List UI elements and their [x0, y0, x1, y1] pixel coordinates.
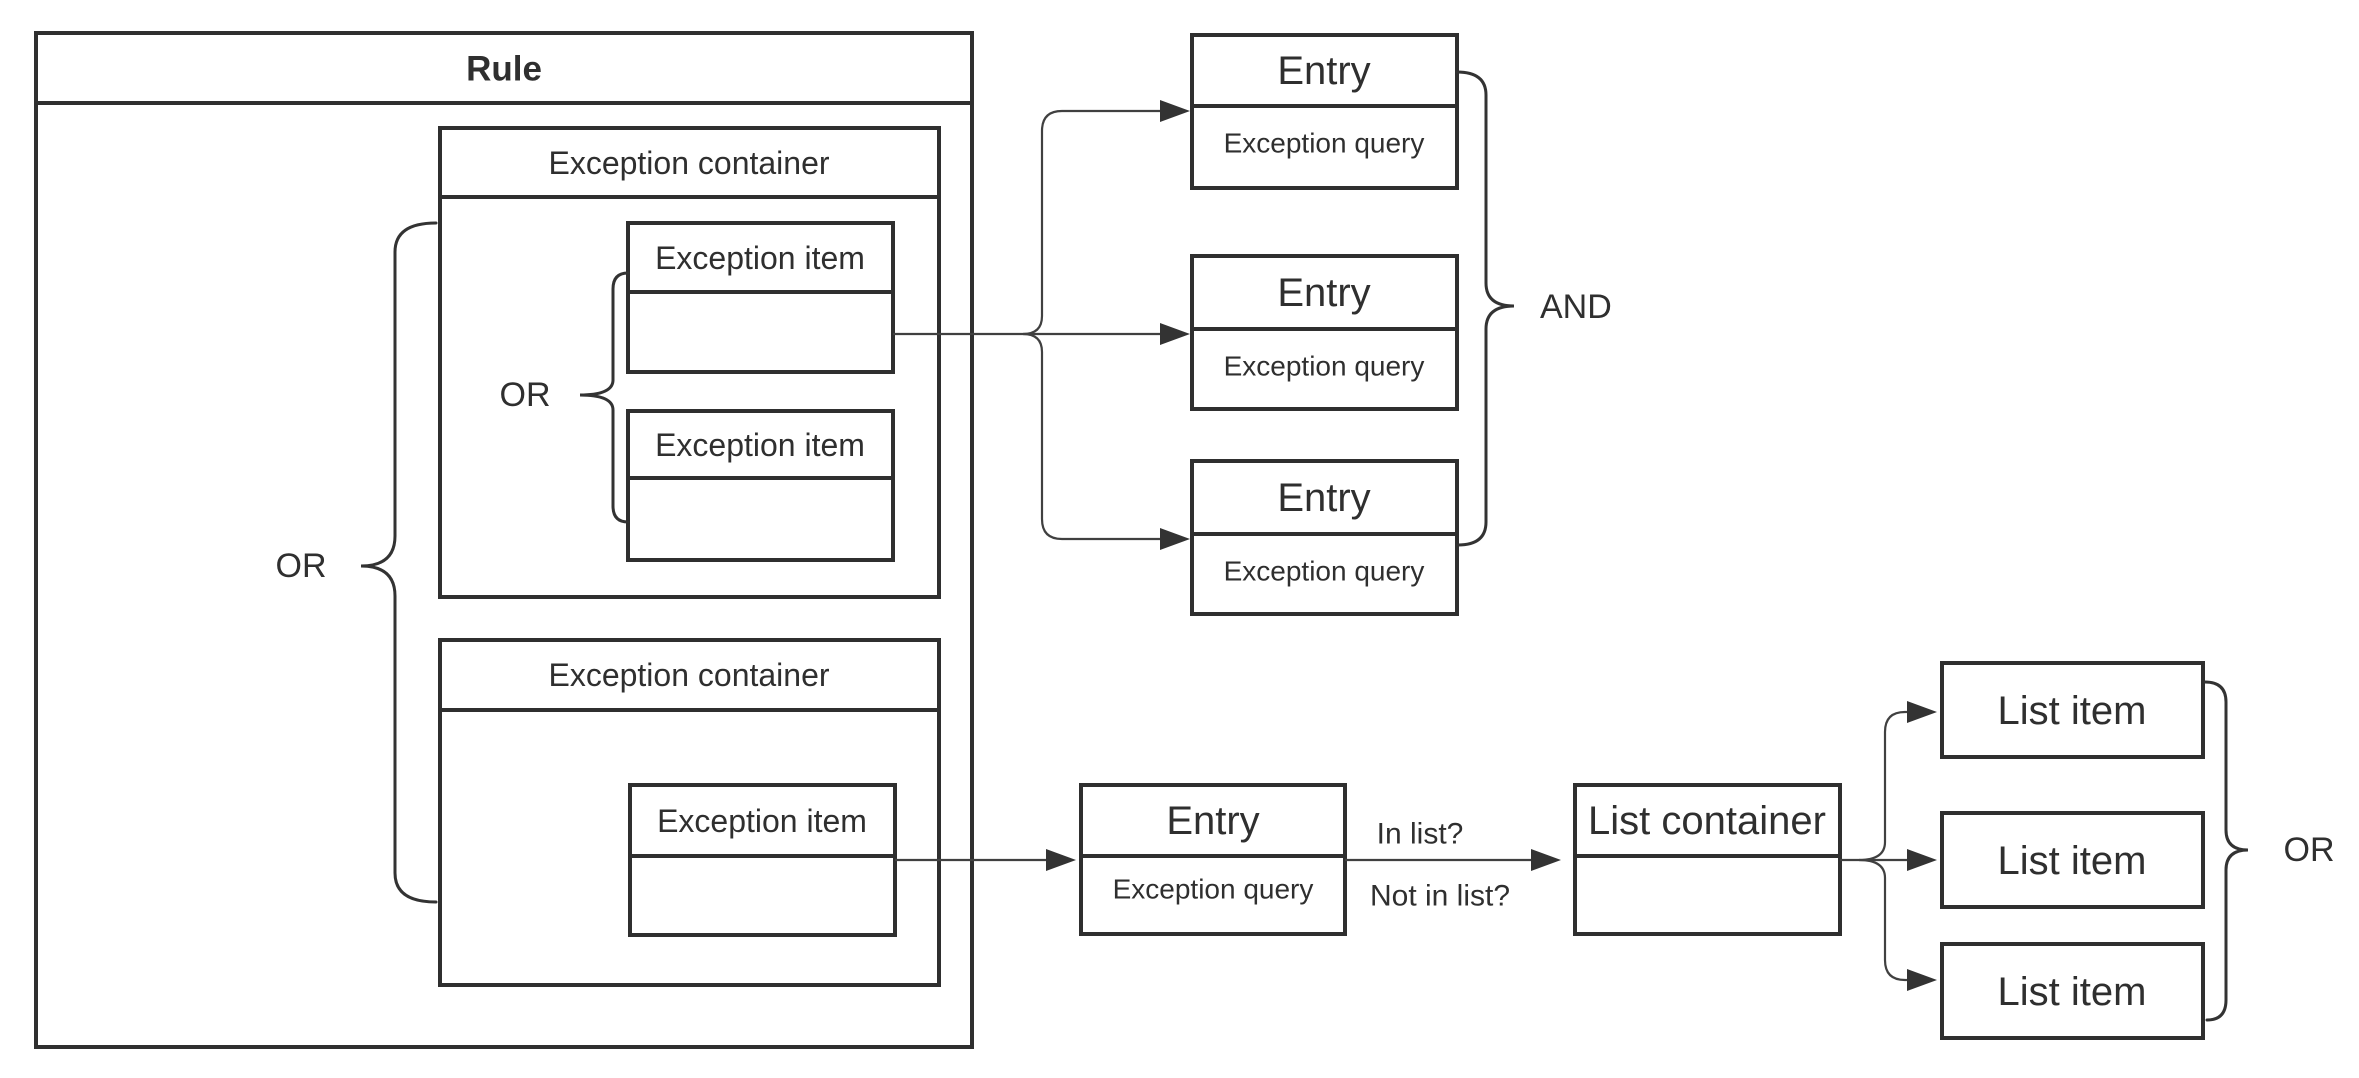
not-in-list-label: Not in list?: [1370, 880, 1510, 913]
and-label: AND: [1540, 288, 1612, 326]
entry-4-query: Exception query: [1113, 874, 1314, 905]
inner-or-brace: [579, 271, 630, 524]
entry-4-rect: [1079, 783, 1347, 936]
arrowhead-list-item-2: [1907, 849, 1937, 871]
exception-item-a: Exception item: [626, 221, 895, 374]
entry-1-rect: [1190, 33, 1459, 190]
item-c-to-entry-connector: [895, 849, 1076, 871]
entry-2-title: Entry: [1277, 271, 1370, 315]
inner-or-label: OR: [500, 376, 551, 414]
arrowhead-list-item-3: [1907, 969, 1937, 991]
list-item-3-label: List item: [1998, 970, 2147, 1014]
entry-3-rect: [1190, 459, 1459, 616]
in-list-label: In list?: [1377, 818, 1464, 851]
list-item-1-label: List item: [1998, 689, 2147, 733]
list-container-title: List container: [1588, 799, 1826, 843]
list-item-3: List item: [1940, 942, 2205, 1040]
list-container: List container: [1573, 783, 1842, 936]
exception-container-2-title: Exception container: [548, 657, 829, 693]
exception-item-b-rect: [626, 409, 895, 562]
list-container-to-items-connector: [1840, 701, 1937, 991]
list-or-brace: [2203, 680, 2249, 1022]
arrowhead-list-container: [1531, 849, 1561, 871]
exception-container-1-title: Exception container: [548, 145, 829, 181]
entry-2: Entry Exception query: [1190, 254, 1459, 411]
outer-or-label: OR: [276, 547, 327, 585]
exception-item-c-rect: [628, 783, 897, 937]
entry-2-rect: [1190, 254, 1459, 411]
list-or-label: OR: [2284, 831, 2335, 869]
entry-2-query: Exception query: [1224, 351, 1425, 382]
entry-1-query: Exception query: [1224, 128, 1425, 159]
list-item-2: List item: [1940, 811, 2205, 909]
list-item-1: List item: [1940, 661, 2205, 759]
arrowhead-entry-4: [1046, 849, 1076, 871]
entry-4-title: Entry: [1166, 799, 1259, 843]
list-container-rect: [1573, 783, 1842, 936]
list-split-brace: [1858, 710, 1906, 982]
arrowhead-entry-1: [1160, 100, 1190, 122]
entries-split-brace: [1022, 109, 1063, 541]
rule-title: Rule: [466, 50, 542, 89]
outer-or-brace: [360, 221, 438, 904]
and-brace: [1455, 70, 1515, 547]
list-item-2-rect: [1940, 811, 2205, 909]
arrowhead-list-item-1: [1907, 701, 1937, 723]
item-a-to-entries-connector: [893, 100, 1190, 550]
list-item-2-label: List item: [1998, 839, 2147, 883]
entry-4: Entry Exception query: [1079, 783, 1347, 936]
exception-item-b-label: Exception item: [655, 427, 865, 463]
exception-item-b: Exception item: [626, 409, 895, 562]
entry-3-query: Exception query: [1224, 556, 1425, 587]
entry-to-list-container-connector: [1345, 849, 1561, 871]
arrowhead-entry-2: [1160, 323, 1190, 345]
entry-1: Entry Exception query: [1190, 33, 1459, 190]
entry-3-title: Entry: [1277, 476, 1370, 520]
exception-item-c-label: Exception item: [657, 803, 867, 839]
exception-item-a-label: Exception item: [655, 240, 865, 276]
list-item-3-rect: [1940, 942, 2205, 1040]
list-item-1-rect: [1940, 661, 2205, 759]
entry-1-title: Entry: [1277, 49, 1370, 93]
exception-item-c: Exception item: [628, 783, 897, 937]
arrowhead-entry-3: [1160, 528, 1190, 550]
exception-item-a-rect: [626, 221, 895, 374]
entry-3: Entry Exception query: [1190, 459, 1459, 616]
